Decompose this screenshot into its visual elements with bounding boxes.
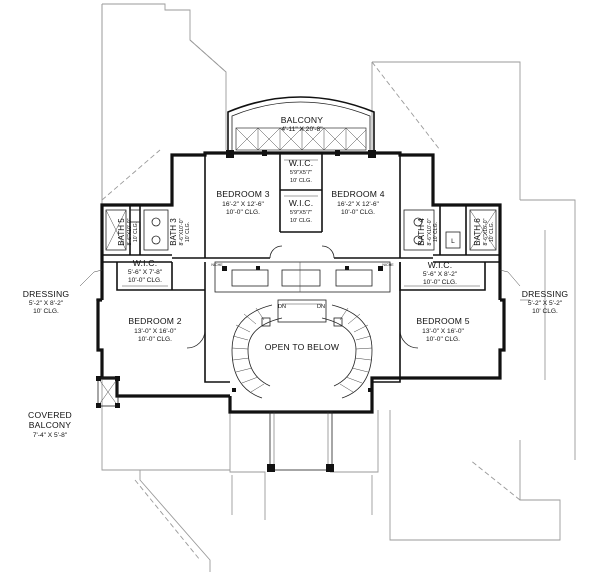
wic-left-clg: 10'-0" CLG. bbox=[128, 277, 162, 284]
wic-top-size: 5'9"X5'7" bbox=[290, 170, 312, 176]
balcony-size: 4'-11" X 20'-8" bbox=[281, 126, 323, 133]
wic-mid-name: W.I.C. bbox=[289, 198, 314, 208]
roof-outline-right bbox=[371, 61, 576, 541]
bath4-size: 8'-6"X10'-0" bbox=[427, 218, 433, 245]
dressing-left-name: DRESSING bbox=[23, 289, 70, 299]
closet-rods bbox=[122, 159, 480, 287]
bedroom5-size: 13'-0" X 16'-0" bbox=[422, 328, 464, 335]
room-labels: BALCONY 4'-11" X 20'-8" W.I.C. 5'9"X5'7"… bbox=[23, 115, 569, 439]
bath3-size: 8'-6"X10'-0" bbox=[179, 218, 185, 245]
bath4-name: BATH 4 bbox=[417, 218, 426, 246]
curved-staircase-left bbox=[231, 304, 283, 399]
roof-outline-left bbox=[96, 3, 230, 572]
stair-landing bbox=[277, 299, 327, 323]
covered-balcony-line1: COVERED bbox=[28, 410, 72, 420]
bedroom2-size: 13'-0" X 16'-0" bbox=[134, 328, 176, 335]
covered-balcony-size: 7'-4" X 5'-8" bbox=[33, 432, 68, 439]
bath5-clg: 10' CLG. bbox=[133, 222, 139, 242]
linen-label: L bbox=[451, 238, 455, 245]
covered-balcony bbox=[96, 376, 120, 408]
bedroom4-clg: 10'-0" CLG. bbox=[341, 209, 375, 216]
interior-walls bbox=[101, 153, 500, 383]
dressing-left-clg: 10' CLG. bbox=[33, 308, 59, 315]
wic-right-name: W.I.C. bbox=[428, 260, 453, 270]
dressing-right-size: 5'-2" X 5'-2" bbox=[528, 300, 563, 307]
bath-fixtures-left bbox=[105, 209, 169, 251]
bedroom5-clg: 10'-0" CLG. bbox=[426, 336, 460, 343]
bedroom3-name: BEDROOM 3 bbox=[216, 189, 269, 199]
balcony bbox=[226, 96, 376, 158]
bath6-name: BATH 6 bbox=[473, 218, 482, 246]
bedroom5-name: BEDROOM 5 bbox=[416, 316, 469, 326]
bath6-clg: 10' CLG. bbox=[489, 222, 495, 242]
niche-label: NICHE bbox=[211, 263, 223, 267]
dressing-right-name: DRESSING bbox=[522, 289, 569, 299]
stair-newels bbox=[232, 317, 372, 392]
bedroom3-size: 16'-2" X 12'-6" bbox=[222, 201, 264, 208]
wic-top-clg: 10' CLG. bbox=[290, 178, 312, 184]
wic-right-size: 5'-6" X 8'-2" bbox=[423, 271, 458, 278]
bedroom2-name: BEDROOM 2 bbox=[128, 316, 181, 326]
balcony-name: BALCONY bbox=[281, 115, 324, 125]
wic-mid-size: 5'9"X5'7" bbox=[290, 210, 312, 216]
wic-right-clg: 10'-0" CLG. bbox=[423, 279, 457, 286]
exterior-walls bbox=[96, 151, 506, 414]
curved-staircase-right bbox=[321, 304, 373, 399]
wic-top-name: W.I.C. bbox=[289, 158, 314, 168]
bath3-clg: 10' CLG. bbox=[185, 222, 191, 242]
dressing-left-size: 5'-2" X 8'-2" bbox=[29, 300, 64, 307]
bedroom4-size: 16'-2" X 12'-6" bbox=[337, 201, 379, 208]
bath-fixtures-right bbox=[403, 209, 497, 251]
dressing-right-clg: 10' CLG. bbox=[532, 308, 558, 315]
wic-mid-clg: 10' CLG. bbox=[290, 218, 312, 224]
lower-floor-outline bbox=[198, 410, 379, 520]
bath3-name: BATH 3 bbox=[169, 218, 178, 246]
bedroom4-name: BEDROOM 4 bbox=[331, 189, 384, 199]
bath5-name: BATH 5 bbox=[117, 218, 126, 246]
covered-balcony-line2: BALCONY bbox=[29, 420, 72, 430]
stair-dn-left: DN bbox=[278, 304, 286, 310]
bath6-size: 8'-6"X10'-0" bbox=[483, 218, 489, 245]
dressing-leaders bbox=[79, 269, 521, 287]
wic-left-size: 5'-6" X 7'-8" bbox=[128, 269, 163, 276]
bath4-clg: 10' CLG. bbox=[433, 222, 439, 242]
entry-portico bbox=[267, 411, 334, 472]
bedroom2-clg: 10'-0" CLG. bbox=[138, 336, 172, 343]
open-to-below-label: OPEN TO BELOW bbox=[265, 342, 340, 352]
stair-dn-right: DN bbox=[317, 304, 325, 310]
bedroom3-clg: 10'-0" CLG. bbox=[226, 209, 260, 216]
bath5-size: 8'-6"X10'-0" bbox=[127, 218, 133, 245]
wic-left-name: W.I.C. bbox=[133, 258, 158, 268]
gallery-columns bbox=[214, 261, 391, 293]
niche-label: NICHE bbox=[382, 263, 394, 267]
